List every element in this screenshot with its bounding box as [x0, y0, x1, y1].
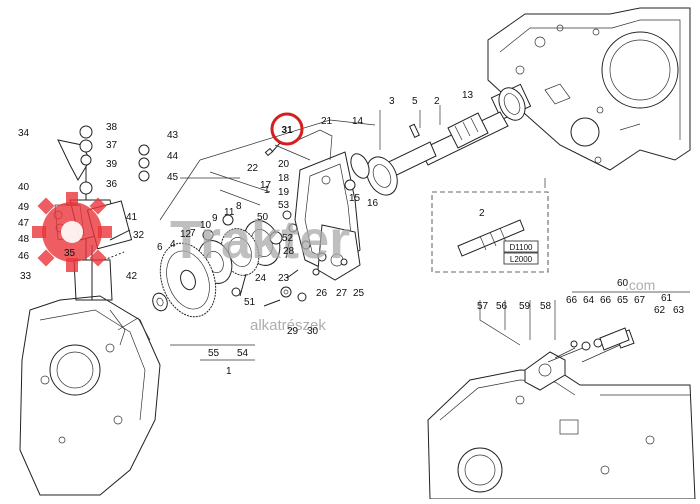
callout-40: 40 [18, 182, 30, 193]
watermark-suffix: .com [625, 277, 655, 293]
callout-19: 19 [278, 187, 290, 198]
callout-54: 54 [237, 348, 249, 359]
callout-38: 38 [106, 122, 118, 133]
callout-12: 12 [180, 229, 192, 240]
callout-3: 3 [389, 96, 395, 107]
callout-55: 55 [208, 348, 220, 359]
model-inset-box: D1100 L2000 [431, 191, 549, 273]
callout-64: 64 [583, 295, 595, 306]
callout-66-a: 66 [566, 295, 578, 306]
callout-27: 27 [336, 288, 348, 299]
guide-lines [159, 105, 690, 361]
highlight-ring [270, 112, 304, 146]
callout-32: 32 [133, 230, 145, 241]
callout-45: 45 [167, 172, 179, 183]
oil-pump-parts [524, 327, 635, 391]
callout-35: 35 [64, 248, 76, 259]
callout-4: 4 [170, 239, 176, 250]
callout-63: 63 [673, 305, 685, 316]
callout-23: 23 [278, 273, 290, 284]
watermark-gear-icon [32, 192, 112, 272]
callout-1-bottom: 1 [226, 366, 232, 377]
callout-10: 10 [200, 220, 212, 231]
callout-49: 49 [18, 202, 30, 213]
callout-57: 57 [477, 301, 489, 312]
callout-18: 18 [278, 173, 290, 184]
callout-30: 30 [307, 326, 319, 337]
callout-5: 5 [412, 96, 418, 107]
gear-train [152, 214, 283, 318]
callout-16: 16 [367, 198, 379, 209]
callout-11: 11 [224, 207, 235, 218]
callout-53: 53 [278, 200, 290, 211]
callout-17: 17 [260, 180, 272, 191]
callout-29: 29 [287, 326, 299, 337]
callout-42: 42 [126, 271, 138, 282]
callout-59: 59 [519, 301, 531, 312]
callout-39: 39 [106, 159, 118, 170]
callout-13: 13 [462, 90, 474, 101]
callout-36: 36 [106, 179, 118, 190]
callout-50: 50 [257, 212, 269, 223]
callout-41: 41 [126, 212, 138, 223]
callout-14: 14 [352, 116, 364, 127]
callout-48: 48 [18, 234, 30, 245]
callouts: 3 5 2 13 14 21 22 20 18 17 19 53 15 16 8… [18, 90, 685, 377]
callout-58: 58 [540, 301, 552, 312]
callout-31: 31 [281, 125, 293, 136]
callout-8: 8 [236, 201, 242, 212]
callout-9: 9 [212, 213, 218, 224]
watermark: Trakter .com alkatrészek [32, 192, 655, 334]
housing-fasteners [263, 179, 356, 307]
camshaft-assembly [350, 83, 532, 196]
callout-33: 33 [20, 271, 32, 282]
callout-66-b: 66 [600, 295, 612, 306]
callout-15: 15 [349, 193, 361, 204]
callout-24: 24 [255, 273, 267, 284]
callout-2-inset: 2 [479, 208, 485, 219]
model-label-l2000: L2000 [510, 255, 533, 264]
callout-67: 67 [634, 295, 646, 306]
callout-2: 2 [434, 96, 440, 107]
model-label-d1100: D1100 [510, 243, 534, 252]
callout-7: 7 [190, 228, 196, 239]
callout-6: 6 [157, 242, 163, 253]
highlighted-callout-31[interactable]: 31 [264, 112, 304, 157]
callout-56: 56 [496, 301, 508, 312]
callout-46: 46 [18, 251, 30, 262]
callout-44: 44 [167, 151, 179, 162]
watermark-brand: Trakter [170, 210, 350, 270]
callout-22: 22 [247, 163, 259, 174]
governor-housing [274, 129, 361, 281]
callout-52: 52 [282, 233, 294, 244]
callout-60: 60 [617, 278, 629, 289]
callout-28: 28 [283, 246, 295, 257]
callout-47: 47 [18, 218, 30, 229]
callout-61: 61 [661, 293, 673, 304]
watermark-subtitle: alkatrészek [250, 317, 326, 334]
callout-51: 51 [244, 297, 256, 308]
callout-34: 34 [18, 128, 30, 139]
crankcase-bottom-left [19, 295, 161, 496]
callout-21: 21 [321, 116, 333, 127]
callout-37: 37 [106, 140, 118, 151]
callout-25: 25 [353, 288, 365, 299]
callout-62: 62 [654, 305, 666, 316]
callout-1: 1 [264, 185, 270, 196]
engine-block-bottom-right [427, 369, 696, 500]
callout-26: 26 [316, 288, 328, 299]
callout-65: 65 [617, 295, 629, 306]
callout-20: 20 [278, 159, 290, 170]
callout-43: 43 [167, 130, 179, 141]
